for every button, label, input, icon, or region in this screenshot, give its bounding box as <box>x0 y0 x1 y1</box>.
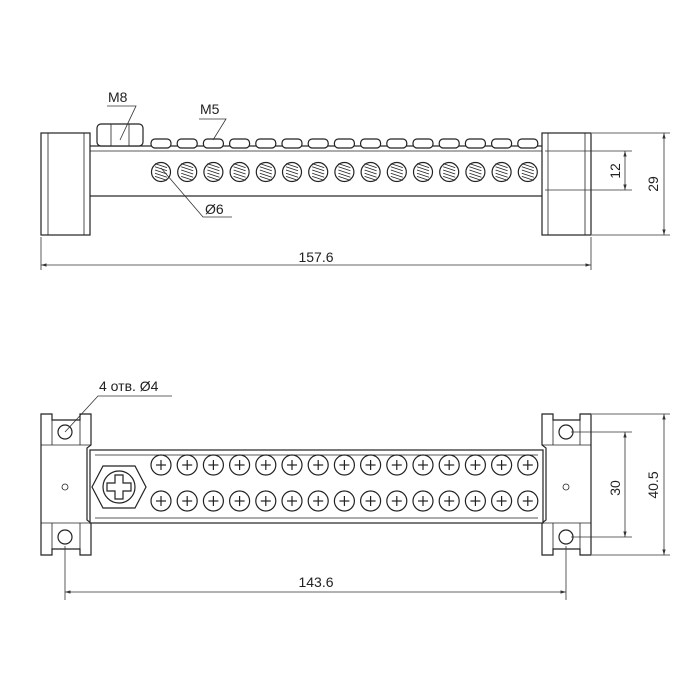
right-insulator <box>541 132 592 236</box>
screw-icon <box>491 454 513 476</box>
screw-icon <box>307 490 329 512</box>
screw-icon <box>517 454 539 476</box>
mount-hole-icon <box>57 529 73 545</box>
screw-icon <box>229 490 251 512</box>
screw-icon <box>360 454 382 476</box>
screw-icon <box>281 454 303 476</box>
m5-screw-head <box>229 138 251 149</box>
left-insulator <box>40 132 91 236</box>
threaded-hole <box>491 161 512 183</box>
screw-icon <box>176 454 198 476</box>
side-holes <box>150 161 538 183</box>
threaded-hole <box>177 161 198 183</box>
screw-icon <box>412 490 434 512</box>
dim-inner-width: 30 <box>607 480 623 496</box>
m5-screw-head <box>176 138 198 149</box>
threaded-hole <box>229 161 250 183</box>
right-mount-block <box>541 413 592 556</box>
screw-rows <box>150 454 539 512</box>
mount-hole-icon <box>57 424 73 440</box>
m8-hex-bolt <box>91 465 147 509</box>
m5-screw-head <box>491 138 513 149</box>
m5-screw-head <box>202 138 224 149</box>
screw-icon <box>307 454 329 476</box>
m5-screw-heads <box>150 138 539 149</box>
screw-icon <box>438 454 460 476</box>
threaded-hole <box>360 161 381 183</box>
threaded-hole <box>203 161 224 183</box>
dim-mount-spacing: 143.6 <box>298 574 333 590</box>
dim-length: 157.6 <box>298 249 333 265</box>
dim-width: 40.5 <box>645 471 661 498</box>
label-hole-diameter: Ø6 <box>205 201 224 217</box>
label-m8: M8 <box>108 89 128 105</box>
screw-icon <box>386 490 408 512</box>
screw-icon <box>176 490 198 512</box>
screw-icon <box>333 490 355 512</box>
threaded-hole <box>517 161 538 183</box>
m5-screw-head <box>412 138 434 149</box>
screw-icon <box>150 454 172 476</box>
m5-screw-head <box>464 138 486 149</box>
m8-bolt-head <box>96 123 144 147</box>
m5-screw-head <box>281 138 303 149</box>
m5-screw-head <box>386 138 408 149</box>
threaded-hole <box>412 161 434 183</box>
screw-icon <box>412 454 434 476</box>
screw-icon <box>333 454 355 476</box>
threaded-hole <box>439 161 460 183</box>
screw-icon <box>229 454 251 476</box>
m5-screw-head <box>150 138 172 149</box>
dim-height: 29 <box>645 176 661 192</box>
dim-hole-height: 12 <box>607 163 623 179</box>
screw-icon <box>491 490 513 512</box>
threaded-hole <box>308 161 329 183</box>
screw-icon <box>202 490 224 512</box>
threaded-hole <box>386 161 407 183</box>
m5-screw-head <box>438 138 460 149</box>
label-m5: M5 <box>200 101 220 117</box>
screw-icon <box>517 490 539 512</box>
m5-screw-head <box>255 138 277 149</box>
m5-screw-head <box>307 138 329 149</box>
threaded-hole <box>281 161 303 183</box>
m5-screw-head <box>360 138 382 149</box>
screw-icon <box>360 490 382 512</box>
side-view: M8 M5 Ø6 157.6 12 29 <box>40 89 670 270</box>
screw-icon <box>386 454 408 476</box>
screw-icon <box>255 490 277 512</box>
screw-icon <box>438 490 460 512</box>
screw-icon <box>464 454 486 476</box>
screw-icon <box>281 490 303 512</box>
screw-icon <box>202 454 224 476</box>
threaded-hole <box>150 161 172 183</box>
m5-screw-head <box>333 138 355 149</box>
threaded-hole <box>334 161 355 183</box>
screw-icon <box>464 490 486 512</box>
threaded-hole <box>255 161 276 183</box>
m5-screw-head <box>517 138 539 149</box>
label-mount-holes: 4 отв. Ø4 <box>99 378 159 394</box>
screw-icon <box>255 454 277 476</box>
threaded-hole <box>465 161 486 183</box>
screw-icon <box>150 490 172 512</box>
top-view: 4 отв. Ø4 143.6 30 40.5 <box>40 378 670 600</box>
